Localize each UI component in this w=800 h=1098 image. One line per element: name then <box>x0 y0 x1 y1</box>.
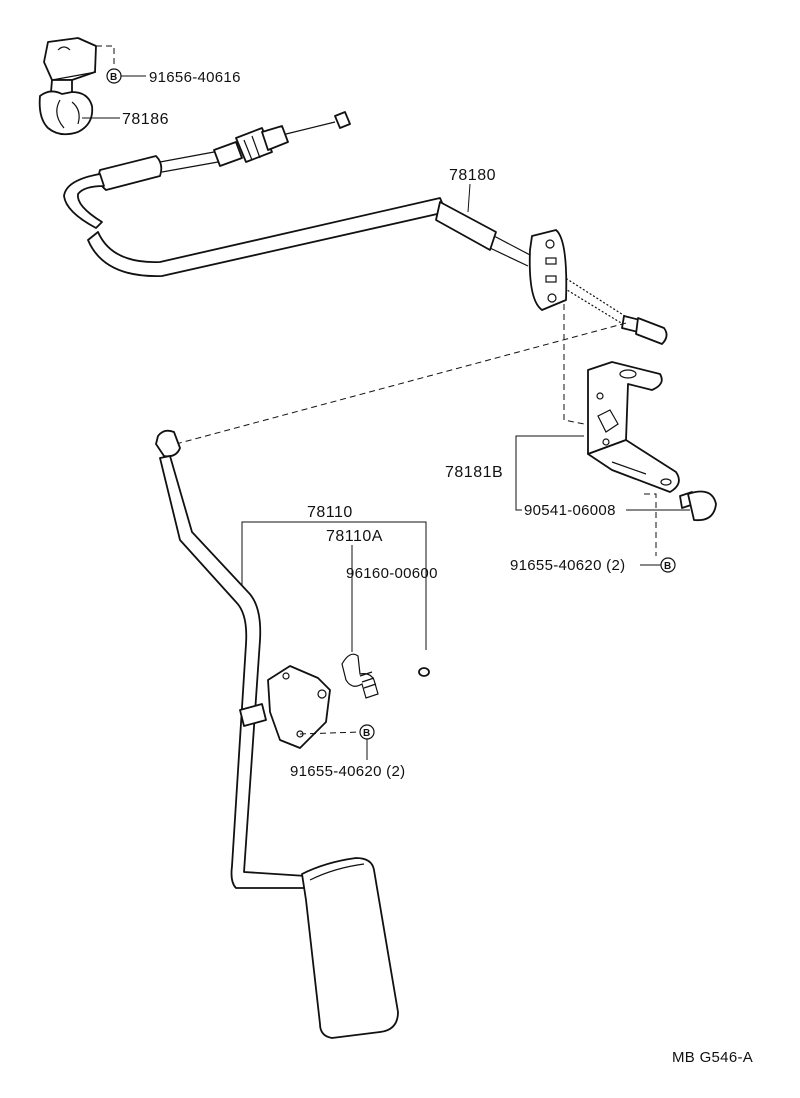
label-91655-40620-lower: 91655-40620 (2) <box>290 763 405 780</box>
drawing-code: MB G546-A <box>672 1049 753 1066</box>
accelerator-cable-icon <box>63 111 668 345</box>
cable-bracket-icon <box>587 361 680 493</box>
leader-91656 <box>96 45 115 66</box>
leader-91655-lower <box>299 731 361 735</box>
bolt-marker-text: B <box>110 72 117 83</box>
label-78110A: 78110A <box>326 528 383 545</box>
torsion-spring-icon <box>341 653 379 699</box>
pedal-group-bracket <box>241 521 427 650</box>
bracket-clip-icon <box>38 37 97 136</box>
label-90541-06008: 90541-06008 <box>524 502 616 519</box>
accelerator-pedal-icon <box>155 429 399 1039</box>
label-96160-00600: 96160-00600 <box>346 565 438 582</box>
label-91656-40616: 91656-40616 <box>149 69 241 86</box>
bushing-icon <box>418 667 430 677</box>
label-78110: 78110 <box>307 504 353 521</box>
pedal-stopper-icon <box>679 490 717 522</box>
bracket-group-bracket <box>515 435 584 511</box>
bolt-marker-text: B <box>664 561 671 572</box>
cable-mount-plate-icon <box>528 229 568 311</box>
leader-line <box>467 183 471 213</box>
label-91655-40620-right: 91655-40620 (2) <box>510 557 625 574</box>
leader-91655-right <box>644 493 657 556</box>
assembly-dashed-line <box>175 321 631 445</box>
bolt-marker-text: B <box>363 728 370 739</box>
label-78180: 78180 <box>449 167 496 184</box>
label-78186: 78186 <box>122 111 169 128</box>
label-78181B: 78181B <box>445 464 503 481</box>
